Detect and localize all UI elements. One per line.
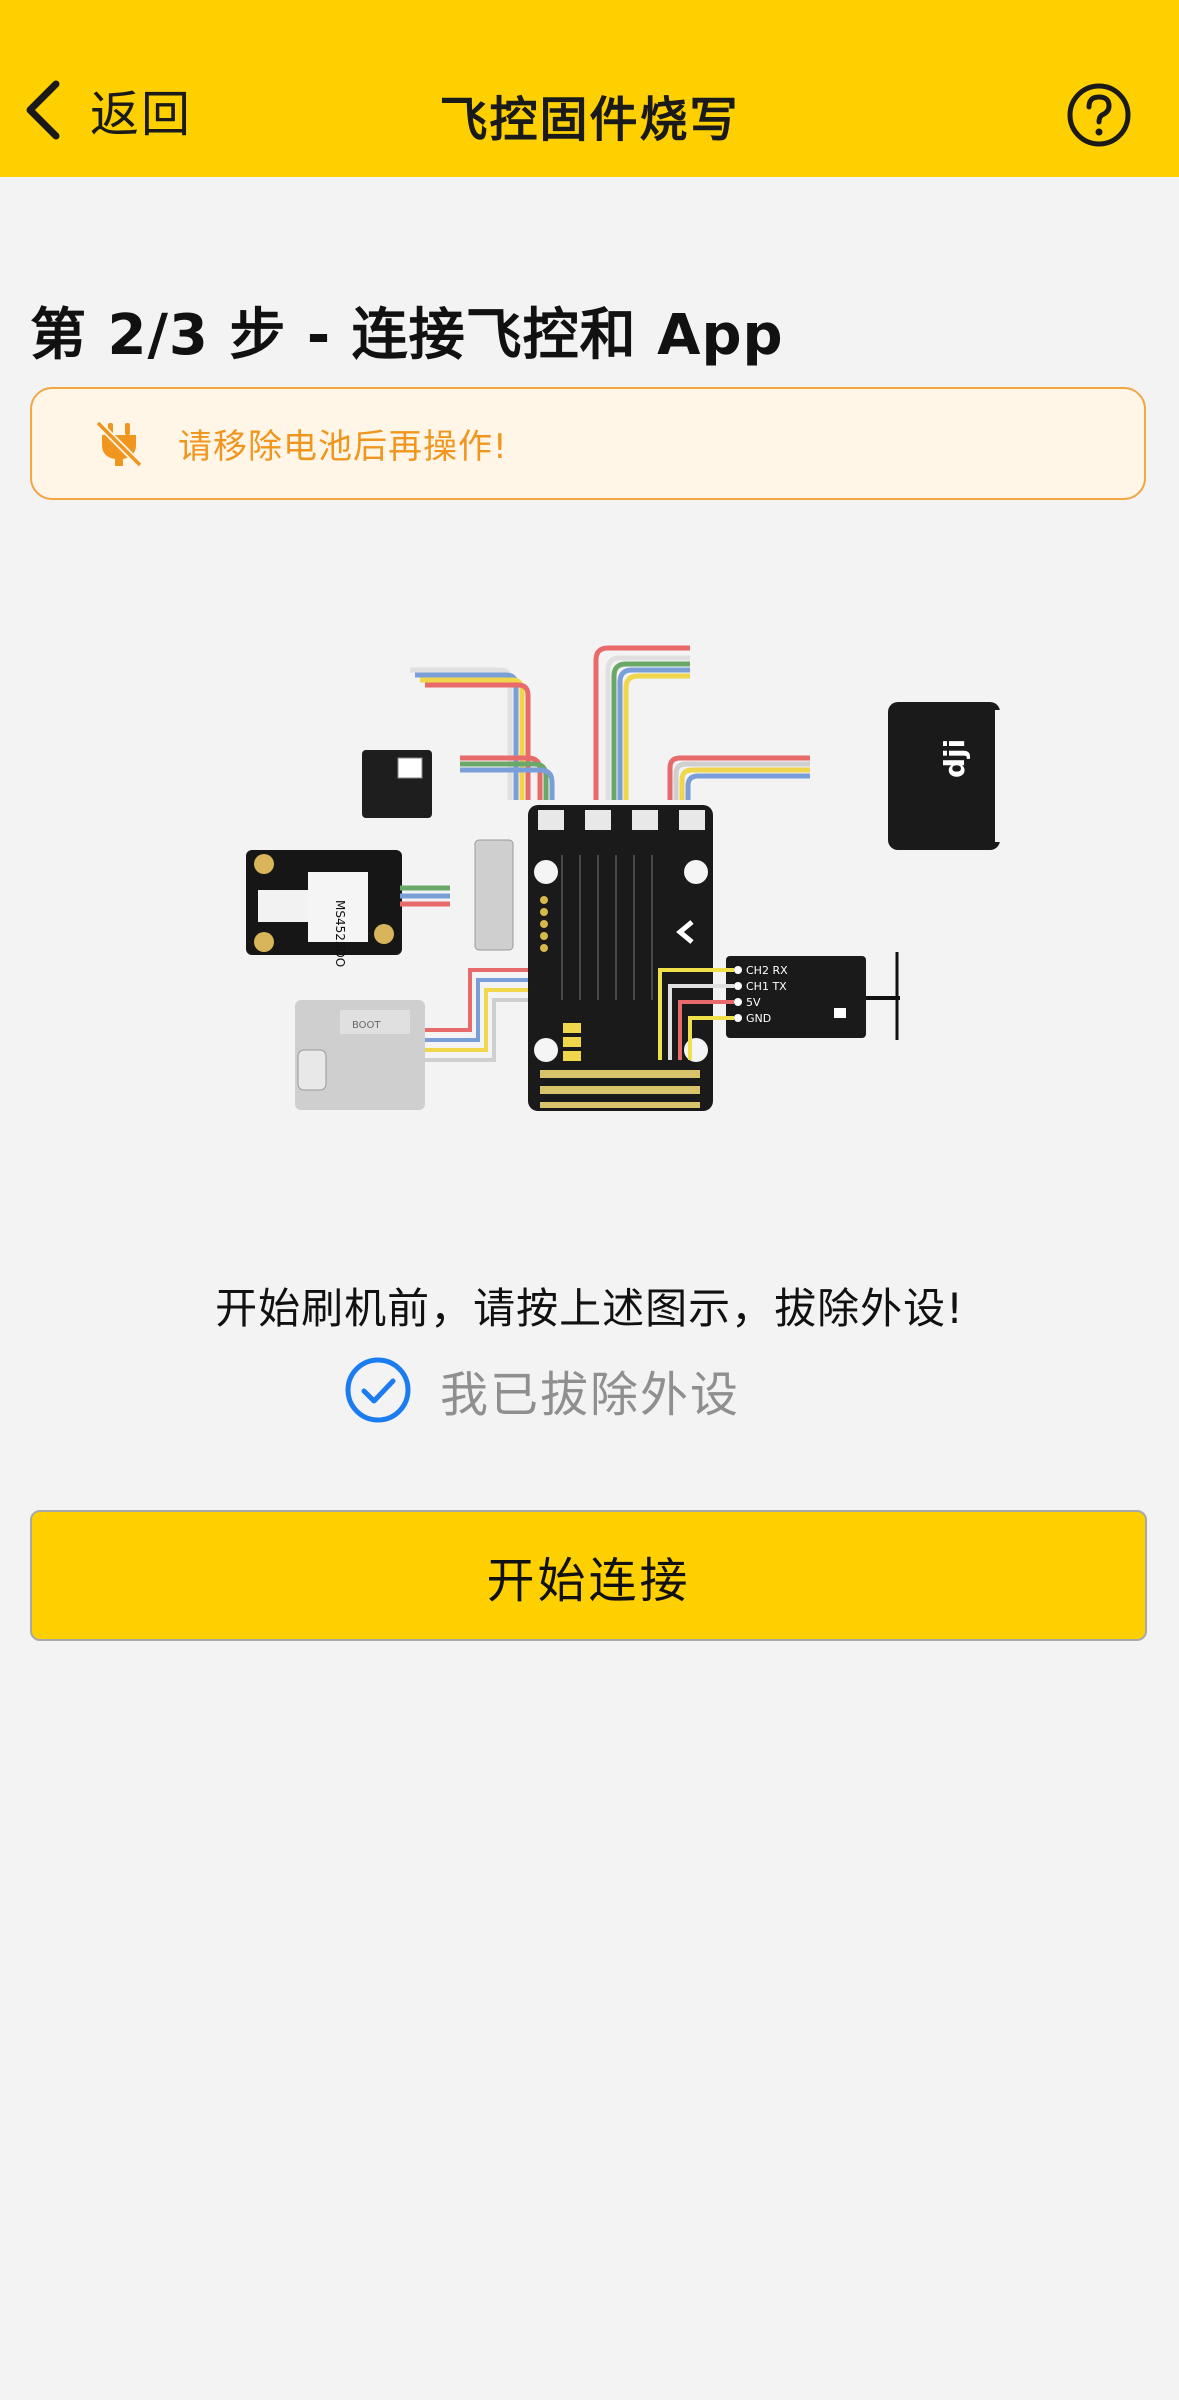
help-button[interactable]	[1066, 82, 1132, 148]
page-title: 飞控固件烧写	[439, 92, 740, 148]
top-cable-bundle	[410, 645, 810, 800]
dji-logo-text: dji	[938, 739, 971, 778]
sensor-label: MS4525DO	[333, 900, 347, 967]
board-marking: BOOT	[352, 1020, 381, 1031]
wiring-diagram: MS4525DO	[246, 645, 1007, 1111]
flight-controller-board	[528, 805, 713, 1111]
battery-warning-banner: 请移除电池后再操作!	[30, 387, 1146, 500]
connector-block	[474, 839, 514, 951]
top-bar: 返回 飞控固件烧写	[0, 0, 1179, 177]
confirm-label: 我已拔除外设	[440, 1367, 741, 1423]
receiver-module: CH2 RX CH1 TX 5V GND	[658, 952, 900, 1060]
unplug-icon	[95, 420, 143, 467]
warning-text: 请移除电池后再操作!	[178, 427, 508, 467]
chip-module	[362, 750, 432, 818]
chevron-left-icon	[26, 80, 60, 140]
dji-air-unit: dji	[888, 702, 1007, 850]
receiver-pin-label: CH1 TX	[746, 980, 787, 993]
receiver-pin-label: GND	[746, 1012, 771, 1025]
airspeed-sensor: MS4525DO	[246, 850, 450, 967]
usb-board: BOOT	[295, 968, 528, 1110]
receiver-pin-label: CH2 RX	[746, 964, 788, 977]
confirm-checkbox[interactable]: 我已拔除外设	[344, 1355, 740, 1425]
back-button[interactable]: 返回	[22, 72, 192, 148]
start-connect-button[interactable]: 开始连接	[30, 1510, 1147, 1641]
back-label: 返回	[90, 85, 193, 143]
question-circle-icon	[1067, 83, 1131, 147]
step-title: 第 2/3 步 - 连接飞控和 App	[30, 303, 784, 368]
check-circle-icon	[345, 1357, 411, 1423]
instruction-text: 开始刷机前，请按上述图示，拔除外设!	[215, 1284, 964, 1333]
receiver-pin-label: 5V	[746, 996, 761, 1009]
